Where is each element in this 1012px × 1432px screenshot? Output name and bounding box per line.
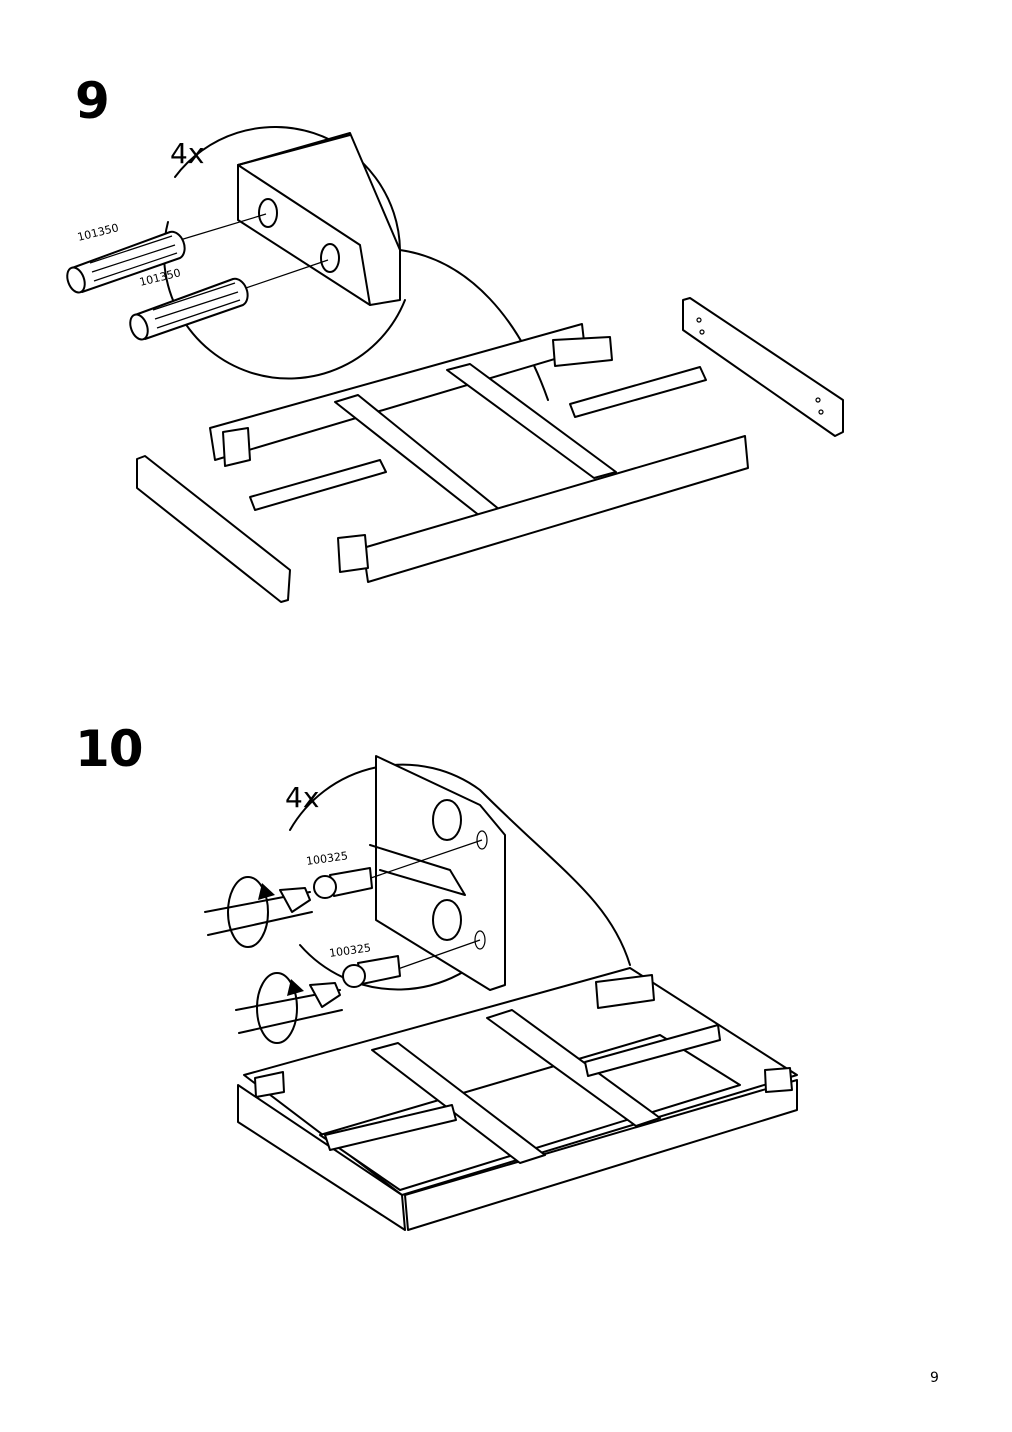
step9-detail-callout [163,126,549,401]
rotate-clockwise-icon [227,876,304,1044]
step9-frame [136,297,844,603]
screwdriver-icon [204,887,343,1034]
screw-icon [313,867,401,988]
dowel-icon [66,230,249,341]
step10-frame [237,967,798,1231]
step-number: 9 [75,72,110,130]
step10-detail-callout [289,755,631,991]
quantity-label: 4x [170,137,205,170]
step-number: 10 [75,720,144,778]
quantity-label: 4x [285,781,320,814]
page-number: 9 [930,1370,939,1386]
